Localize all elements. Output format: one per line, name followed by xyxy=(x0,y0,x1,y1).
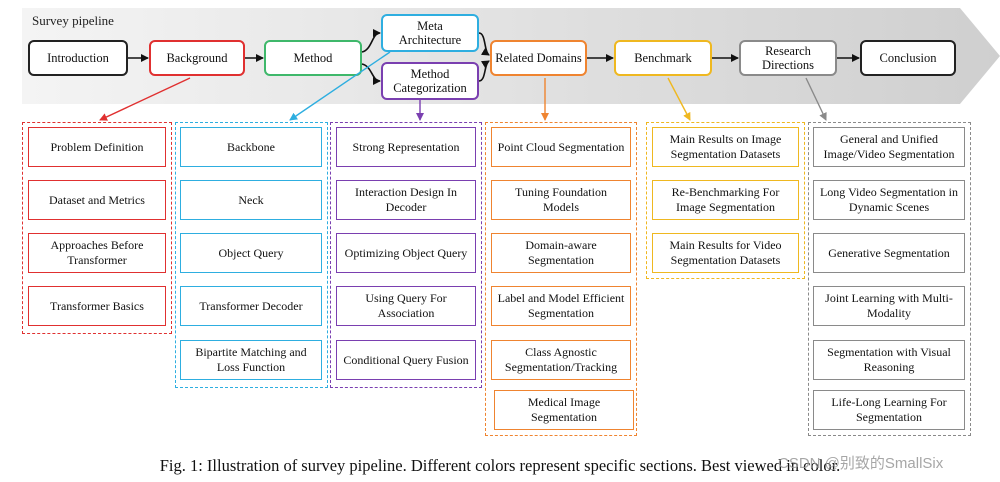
background-item: Dataset and Metrics xyxy=(28,180,166,220)
research-directions-section-panel xyxy=(808,122,971,436)
stage-meta-architecture: Meta Architecture xyxy=(381,14,479,52)
stage-introduction: Introduction xyxy=(28,40,128,76)
research-directions-item: Generative Segmentation xyxy=(813,233,965,273)
stage-conclusion: Conclusion xyxy=(860,40,956,76)
related-domains-item: Label and Model Efficient Segmentation xyxy=(491,286,631,326)
benchmark-item: Main Results for Video Segmentation Data… xyxy=(652,233,799,273)
research-directions-item: General and Unified Image/Video Segmenta… xyxy=(813,127,965,167)
benchmark-section-panel xyxy=(646,122,805,279)
figure-caption: Fig. 1: Illustration of survey pipeline.… xyxy=(159,456,841,475)
background-section-panel xyxy=(22,122,172,334)
meta-architecture-item: Object Query xyxy=(180,233,322,273)
stage-research-directions: Research Directions xyxy=(739,40,837,76)
method-categorization-item: Using Query For Association xyxy=(336,286,476,326)
meta-architecture-item: Neck xyxy=(180,180,322,220)
stage-related-domains: Related Domains xyxy=(490,40,587,76)
method-categorization-item: Interaction Design In Decoder xyxy=(336,180,476,220)
benchmark-item: Re-Benchmarking For Image Segmentation xyxy=(652,180,799,220)
method-categorization-item: Conditional Query Fusion xyxy=(336,340,476,380)
related-domains-item: Medical Image Segmentation xyxy=(494,390,634,430)
background-item: Problem Definition xyxy=(28,127,166,167)
meta-architecture-item: Transformer Decoder xyxy=(180,286,322,326)
research-directions-item: Segmentation with Visual Reasoning xyxy=(813,340,965,380)
method-categorization-section-panel xyxy=(330,122,482,388)
related-domains-item: Class Agnostic Segmentation/Tracking xyxy=(491,340,631,380)
research-directions-item: Life-Long Learning For Segmentation xyxy=(813,390,965,430)
meta-architecture-item: Backbone xyxy=(180,127,322,167)
background-item: Transformer Basics xyxy=(28,286,166,326)
method-categorization-item: Optimizing Object Query xyxy=(336,233,476,273)
meta-architecture-section-panel xyxy=(175,122,328,388)
related-domains-item: Point Cloud Segmentation xyxy=(491,127,631,167)
watermark: CSDN @别致的SmallSix xyxy=(778,455,944,472)
stage-background: Background xyxy=(149,40,245,76)
related-domains-item: Tuning Foundation Models xyxy=(491,180,631,220)
stage-method-categorization: Method Categorization xyxy=(381,62,479,100)
meta-architecture-item: Bipartite Matching and Loss Function xyxy=(180,340,322,380)
related-domains-section-panel xyxy=(485,122,637,436)
research-directions-item: Joint Learning with Multi-Modality xyxy=(813,286,965,326)
stage-method: Method xyxy=(264,40,362,76)
benchmark-item: Main Results on Image Segmentation Datas… xyxy=(652,127,799,167)
research-directions-item: Long Video Segmentation in Dynamic Scene… xyxy=(813,180,965,220)
stage-benchmark: Benchmark xyxy=(614,40,712,76)
background-item: Approaches Before Transformer xyxy=(28,233,166,273)
pipeline-title: Survey pipeline xyxy=(32,13,114,28)
related-domains-item: Domain-aware Segmentation xyxy=(491,233,631,273)
method-categorization-item: Strong Representation xyxy=(336,127,476,167)
